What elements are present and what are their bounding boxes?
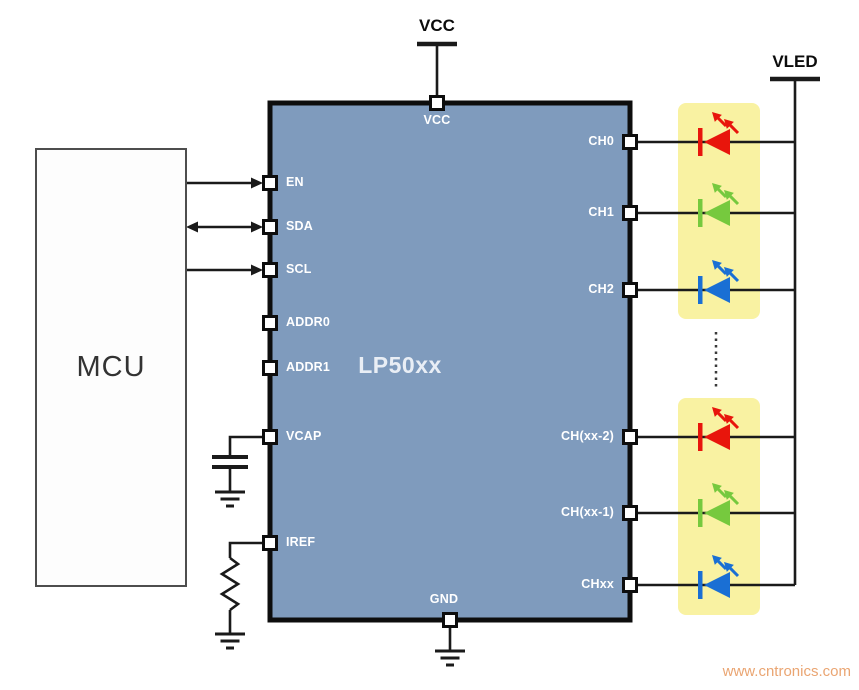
pin-square-chxx1 [622, 505, 638, 521]
pin-square-scl [262, 262, 278, 278]
pin-square-sda [262, 219, 278, 235]
iref-wire [228, 541, 263, 558]
sda-arrowhead-left [186, 221, 198, 233]
pin-label-ch1: CH1 [588, 205, 614, 219]
pin-square-gnd [442, 612, 458, 628]
pin-label-gnd: GND [429, 592, 459, 606]
mcu-label: MCU [76, 351, 146, 383]
wires [185, 41, 820, 651]
pin-label-sda: SDA [286, 219, 313, 233]
pin-label-scl: SCL [286, 262, 312, 276]
pin-label-en: EN [286, 175, 304, 189]
pin-label-chxx: CHxx [581, 577, 614, 591]
mcu-block: MCU [35, 148, 187, 587]
vcap-wire [228, 435, 263, 456]
pin-label-vcap: VCAP [286, 429, 322, 443]
ic-body [267, 100, 633, 623]
sda-arrowhead-right [251, 221, 263, 233]
pin-label-ch0: CH0 [588, 134, 614, 148]
pin-label-addr1: ADDR1 [286, 360, 331, 374]
pin-square-addr0 [262, 315, 278, 331]
pin-label-ch2: CH2 [588, 282, 614, 296]
pin-square-iref [262, 535, 278, 551]
pin-label-chxx-1: CH(xx-1) [561, 505, 614, 519]
pin-square-vcap [262, 429, 278, 445]
pin-label-chxx-2: CH(xx-2) [561, 429, 614, 443]
pin-squares [262, 95, 638, 628]
pin-square-chxx2 [622, 429, 638, 445]
ground-symbol [213, 632, 247, 650]
pin-square-chxx [622, 577, 638, 593]
scl-arrowhead [251, 264, 263, 276]
ground-symbol [213, 490, 247, 508]
ground-symbol [433, 649, 467, 667]
pin-label-addr0: ADDR0 [286, 315, 331, 329]
pin-square-en [262, 175, 278, 191]
pin-label-vcc: VCC [423, 113, 451, 127]
pin-square-ch2 [622, 282, 638, 298]
arrowheads [186, 177, 263, 276]
pin-square-ch0 [622, 134, 638, 150]
pin-label-iref: IREF [286, 535, 316, 549]
ic-name: LP50xx [358, 352, 442, 378]
pin-square-ch1 [622, 205, 638, 221]
resistor-zigzag [219, 556, 241, 612]
vcc-rail-label: VCC [419, 16, 455, 35]
watermark: www.cntronics.com [722, 663, 851, 680]
pin-square-vcc [429, 95, 445, 111]
vled-rail-label: VLED [772, 52, 818, 71]
en-arrowhead [251, 177, 263, 189]
pin-square-addr1 [262, 360, 278, 376]
